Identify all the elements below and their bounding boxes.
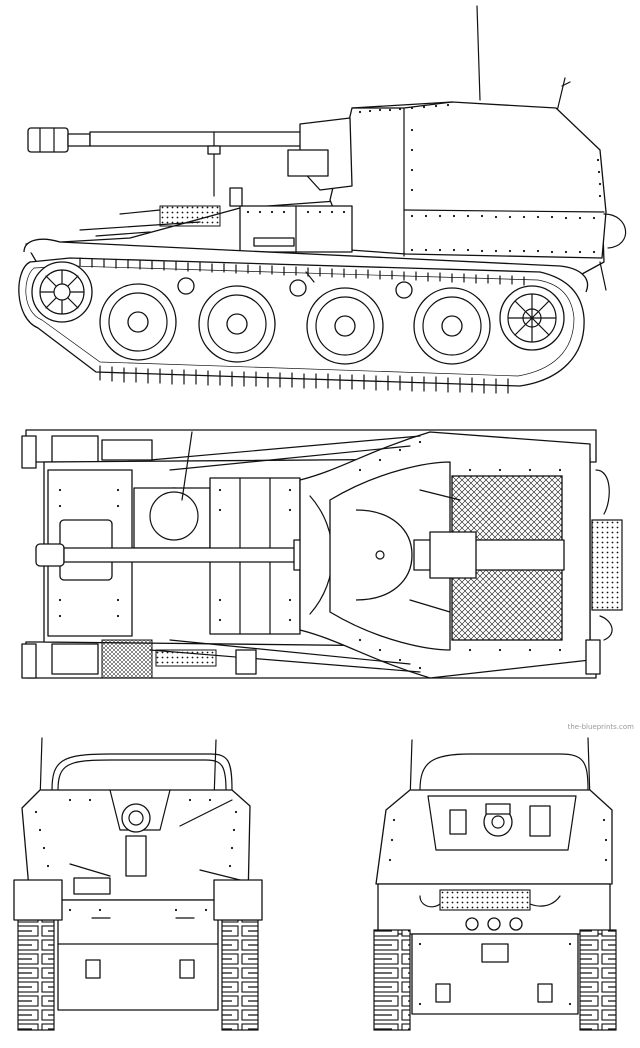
credit-text: the-blueprints.com xyxy=(567,723,634,731)
road-wheels xyxy=(99,283,491,365)
antenna-main xyxy=(476,5,481,101)
casemate xyxy=(329,101,607,259)
track-rear-left xyxy=(373,929,411,1031)
gun-muzzle-front xyxy=(121,803,151,833)
headlight-box xyxy=(73,877,111,895)
casemate-rear xyxy=(375,789,613,885)
idler-wheel xyxy=(499,285,565,351)
frame-rail xyxy=(51,753,233,791)
rear-grille xyxy=(439,889,531,911)
track-links xyxy=(79,257,525,394)
track-front-left xyxy=(17,919,55,1031)
drive-sprocket xyxy=(31,261,93,323)
track-rear-right xyxy=(579,929,617,1031)
muffler xyxy=(591,519,623,611)
gun-barrel xyxy=(89,131,311,147)
muzzle-brake xyxy=(27,127,69,153)
frame-rail-rear xyxy=(419,753,589,791)
front-view xyxy=(13,737,263,1031)
track-front-right xyxy=(221,919,259,1031)
side-view xyxy=(18,5,627,394)
top-view xyxy=(21,429,623,679)
muzzle-brake-top xyxy=(35,543,65,567)
rear-view xyxy=(373,737,617,1031)
hull-front xyxy=(57,899,219,1011)
barrel-top xyxy=(63,547,305,563)
